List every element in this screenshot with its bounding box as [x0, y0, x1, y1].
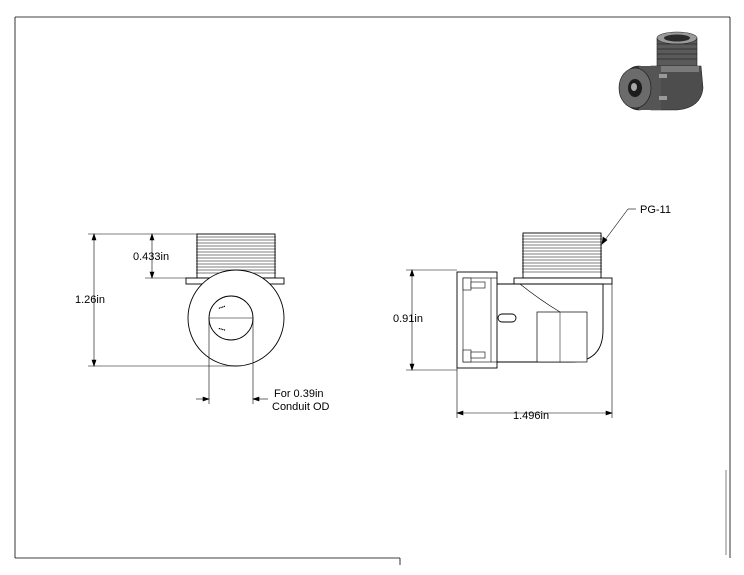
- side-dimensions: [406, 208, 636, 418]
- side-view: [456, 232, 613, 369]
- thread-callout: PG-11: [640, 204, 671, 216]
- front-view: •••• ••••: [185, 233, 285, 367]
- dim-total-height: 1.26in: [75, 294, 105, 306]
- dim-body-height: 0.91in: [393, 313, 423, 325]
- front-dimensions: [88, 233, 268, 404]
- conduit-note-line2: Conduit OD: [272, 401, 330, 413]
- side-thread: [522, 232, 602, 279]
- isometric-thumbnail: [618, 31, 704, 111]
- dim-thread-height: 0.433in: [133, 251, 169, 263]
- side-flange: [513, 277, 613, 285]
- svg-text:••••: ••••: [218, 304, 227, 312]
- sheet-border: [14, 16, 731, 565]
- side-slot: [497, 313, 517, 323]
- svg-text:••••: ••••: [218, 326, 227, 334]
- conduit-note-line1: For 0.39in: [274, 388, 324, 400]
- dim-total-width: 1.496in: [513, 410, 549, 422]
